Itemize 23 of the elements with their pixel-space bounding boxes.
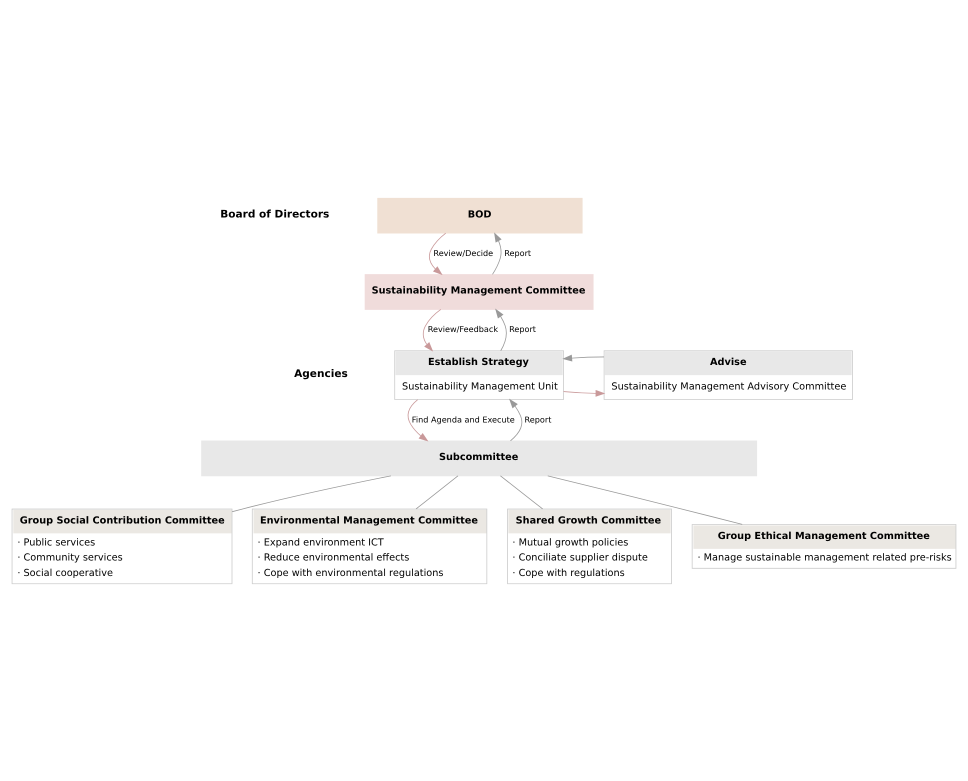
arrow xyxy=(408,398,428,441)
connector xyxy=(416,474,458,509)
edge-label: Report xyxy=(509,324,536,334)
arrow xyxy=(562,354,604,361)
edge-label: Review/Feedback xyxy=(428,324,498,334)
arrow xyxy=(492,232,502,274)
connector xyxy=(547,474,743,524)
edge-label: Find Agenda and Execute xyxy=(412,414,515,424)
arrow xyxy=(422,308,442,352)
connector xyxy=(500,474,544,509)
edge-label: Report xyxy=(504,247,532,258)
arrow xyxy=(495,308,507,351)
node-box: BOD xyxy=(377,197,583,234)
connector xyxy=(232,474,392,512)
arrow xyxy=(428,232,446,275)
label: Board of Directors xyxy=(220,208,330,220)
node-box: Subcommittee xyxy=(201,440,758,476)
arrow xyxy=(563,389,606,396)
arrow xyxy=(509,398,522,441)
edge-label: Review/Decide xyxy=(433,247,494,258)
label: Agencies xyxy=(294,368,348,380)
edge-label: Report xyxy=(524,414,552,424)
node-box: Sustainability Management Committee xyxy=(364,274,594,310)
